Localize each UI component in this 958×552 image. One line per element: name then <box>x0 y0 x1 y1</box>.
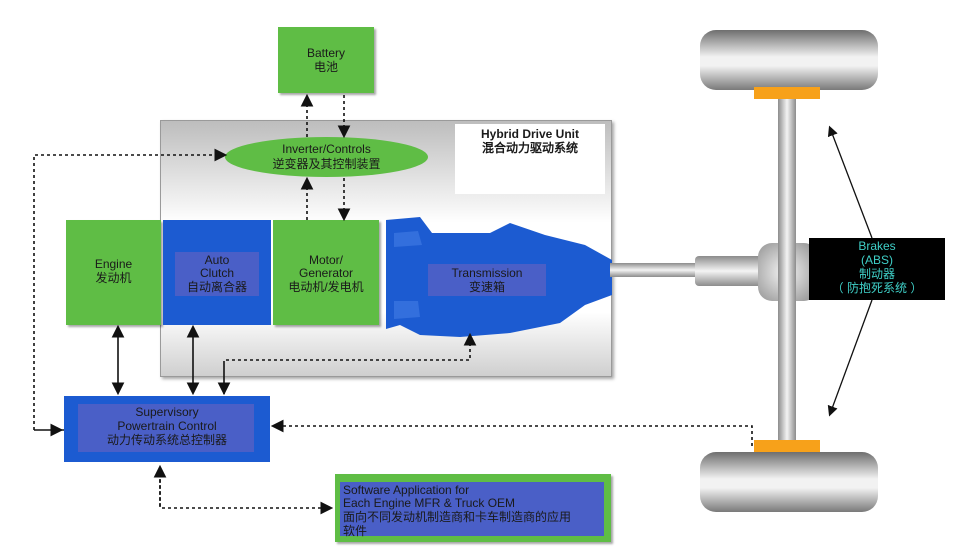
auto-clutch-label-1: Auto <box>204 253 230 267</box>
hybrid-drive-unit-title: Hybrid Drive Unit <box>480 127 579 141</box>
engine-label-zh: 发动机 <box>95 271 132 285</box>
supervisory-label-zh: 动力传动系统总控制器 <box>106 433 227 447</box>
supervisory-label-2: Powertrain Control <box>117 419 217 433</box>
top-wheel <box>700 30 878 90</box>
brakes-label-2: (ABS) <box>860 253 893 267</box>
brakes-label-zh2: （ 防抱死系统 ） <box>831 281 923 295</box>
supervisory-label-area <box>78 404 254 452</box>
engine-label: Engine <box>94 257 133 271</box>
brakes-label-zh1: 制动器 <box>858 267 895 281</box>
inverter-controls-ellipse <box>225 137 428 177</box>
auto-clutch-label-2: Clutch <box>199 266 234 280</box>
battery-box <box>278 27 374 93</box>
bottom-wheel <box>700 452 878 512</box>
brakes-label-1: Brakes <box>858 239 896 253</box>
supervisory-label-1: Supervisory <box>135 405 199 419</box>
drive-shaft <box>610 263 700 277</box>
arrow-supervisory-to-software <box>159 468 334 515</box>
software-label-area <box>340 482 604 536</box>
transmission-label-area <box>428 264 546 296</box>
motor-label-2: Generator <box>298 266 354 280</box>
rear-axle <box>778 95 796 445</box>
transmission-label: Transmission <box>451 266 523 280</box>
brakes-box <box>809 238 945 300</box>
software-application-box <box>335 474 611 542</box>
engine-box <box>66 220 161 325</box>
software-label-2: Each Engine MFR & Truck OEM <box>343 496 516 510</box>
software-label-zh1: 面向不同发动机制造商和卡车制造商的应用 <box>343 510 572 524</box>
inverter-label-zh: 逆变器及其控制装置 <box>272 157 381 171</box>
battery-label-area <box>288 41 364 75</box>
motor-generator-box <box>273 220 379 325</box>
transmission-label-zh: 变速箱 <box>468 280 505 294</box>
auto-clutch-box <box>163 220 271 325</box>
motor-label-1: Motor/ <box>308 253 343 267</box>
battery-label: Battery <box>306 46 345 60</box>
software-label-zh2: 软件 <box>343 524 368 538</box>
arrow-supervisory-to-inverter <box>33 148 228 431</box>
bottom-wheel-hub <box>754 440 820 452</box>
arrow-supervisory-to-transmission <box>223 332 477 394</box>
hybrid-drive-unit-title-zh: 混合动力驱动系统 <box>481 141 578 155</box>
inverter-label: Inverter/Controls <box>282 142 371 156</box>
auto-clutch-label-zh: 自动离合器 <box>186 280 247 294</box>
hybrid-drive-unit-title-area: Hybrid Drive Unit 混合动力驱动系统 <box>455 124 605 194</box>
top-wheel-hub <box>754 87 820 99</box>
software-label-1: Software Application for <box>343 483 470 497</box>
arrow-brakes-to-bottom-wheel <box>827 299 873 417</box>
arrow-brakes-to-supervisory <box>270 419 753 446</box>
motor-label-zh: 电动机/发电机 <box>288 280 364 294</box>
battery-label-zh: 电池 <box>313 60 338 74</box>
auto-clutch-label-area <box>175 252 259 296</box>
supervisory-control-box <box>64 396 270 462</box>
arrow-brakes-to-top-wheel <box>827 125 873 239</box>
